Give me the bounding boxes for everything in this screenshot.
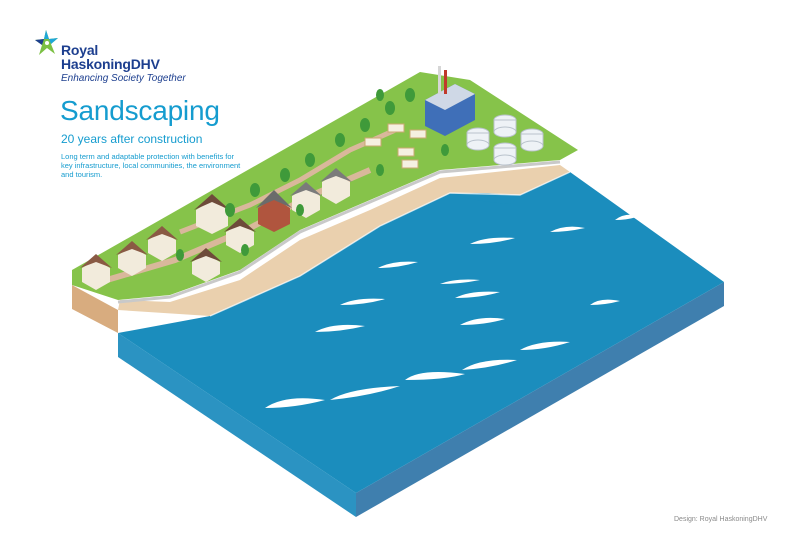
trees — [176, 88, 449, 261]
brand-logo: Royal HaskoningDHV Enhancing Society Tog… — [34, 28, 204, 88]
house — [320, 168, 352, 204]
star-swirl-icon — [35, 30, 58, 55]
beach — [118, 165, 570, 316]
gas-terminal — [425, 66, 544, 166]
holiday-park — [364, 123, 427, 169]
house — [116, 241, 148, 276]
page-title: Sandscaping — [60, 95, 220, 126]
sea-surface — [118, 172, 724, 493]
house — [80, 254, 112, 290]
wave-foam — [265, 214, 640, 408]
design-credit: Design: Royal HaskoningDHV — [674, 516, 768, 523]
page-subtitle: 20 years after construction — [61, 132, 203, 146]
house — [256, 190, 292, 232]
sea-right-face — [356, 282, 724, 517]
brand-tagline: Enhancing Society Together — [61, 73, 186, 84]
soil-block-face — [72, 285, 118, 333]
lagoon — [455, 193, 518, 204]
description-text: Long term and adaptable protection with … — [61, 152, 241, 179]
sea-front-face — [118, 333, 356, 517]
brand-name-line2: HaskoningDHV — [61, 56, 160, 72]
brand-name-line1: Royal — [61, 42, 99, 58]
seawall — [117, 160, 561, 304]
shoreline — [209, 171, 571, 317]
house — [194, 194, 230, 234]
house — [190, 248, 222, 282]
house — [146, 226, 178, 261]
village-houses — [80, 168, 352, 290]
